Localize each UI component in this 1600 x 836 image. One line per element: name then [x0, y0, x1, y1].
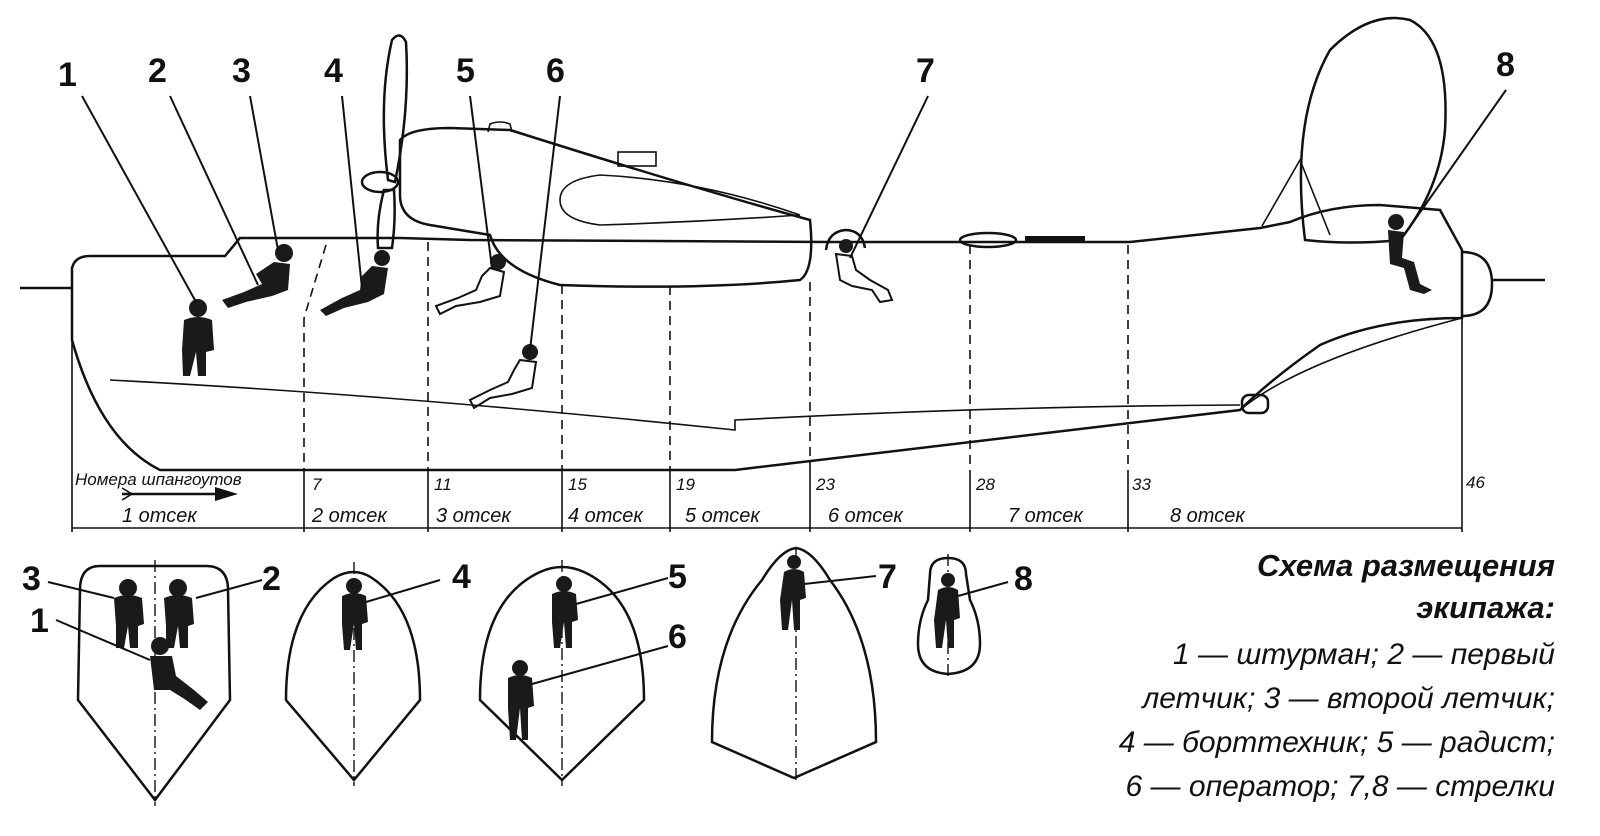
section-label-2: 2 [262, 560, 281, 598]
compartment-3: 3 отсек [436, 505, 512, 527]
crew-figure-navigator [182, 299, 214, 376]
frame-number-28: 28 [975, 475, 995, 494]
nacelle-intake [617, 151, 657, 167]
section-label-8: 8 [1014, 560, 1033, 598]
section-label-5: 5 [668, 558, 687, 596]
side-label-3: 3 [232, 52, 251, 90]
section1-figure-2 [164, 579, 194, 648]
legend-line-4: 6 — оператор; 7,8 — стрелки [1126, 770, 1556, 803]
leader-7 [849, 95, 929, 259]
section5-figure-8 [934, 573, 960, 648]
wing-airfoil [559, 174, 801, 226]
side-label-5: 5 [456, 52, 475, 90]
crew-figure-pilot-1 [222, 244, 293, 308]
dorsal-rail [1025, 236, 1085, 241]
frames-caption: Номера шпангоутов [75, 470, 242, 489]
leader-3 [249, 95, 279, 251]
legend-line-1: 1 — штурман; 2 — первый [1173, 638, 1555, 671]
frame-lines [303, 242, 1129, 470]
fuselage-outline [70, 203, 1464, 472]
section-label-1: 1 [30, 602, 49, 640]
section-cockpit: 3 2 1 [22, 560, 281, 806]
propeller-blade-top [382, 34, 409, 184]
legend-title-line2: экипажа: [1416, 590, 1555, 625]
frame-number-33: 33 [1132, 475, 1151, 494]
side-view: Номера шпангоутов 7 11 15 19 23 28 33 46… [20, 16, 1545, 532]
hull-chine [109, 379, 1241, 431]
crew-figure-radio-operator [434, 254, 506, 316]
propeller-spinner [360, 170, 400, 194]
section1-figure-1 [150, 637, 208, 710]
side-label-6: 6 [546, 52, 565, 90]
section-engineer: 4 [284, 558, 471, 786]
cross-sections: 3 2 1 4 [22, 546, 1033, 806]
legend-line-3: 4 — борттехник; 5 — радист; [1119, 726, 1555, 759]
nacelle-top-bump [487, 121, 513, 133]
side-label-2: 2 [148, 52, 167, 90]
legend-title-line1: Схема размещения [1257, 548, 1555, 583]
crew-figure-gunner-tail [1388, 214, 1432, 294]
leader-1 [81, 95, 197, 303]
section-gunner-top: 7 [710, 546, 897, 782]
dorsal-turret [824, 228, 867, 251]
compartment-8: 8 отсек [1170, 505, 1246, 527]
fin-fairing [1261, 158, 1331, 236]
side-label-4: 4 [324, 52, 343, 90]
compartment-dimension [71, 318, 1463, 532]
tail-bottom [1239, 317, 1463, 411]
compartment-1: 1 отсек [122, 505, 198, 527]
section3-figure-5 [552, 576, 578, 648]
compartment-6: 6 отсек [828, 505, 904, 527]
section-label-3: 3 [22, 560, 41, 598]
frame-number-46: 46 [1466, 473, 1485, 492]
section-radio-operator: 5 6 [478, 558, 687, 786]
compartment-7: 7 отсек [1008, 505, 1084, 527]
compartment-4: 4 отсек [568, 505, 644, 527]
leader-8 [1401, 89, 1507, 239]
frame-number-11: 11 [434, 475, 452, 494]
frame-number-19: 19 [676, 475, 695, 494]
crew-figure-engineer [320, 250, 390, 316]
legend: Схема размещения экипажа: 1 — штурман; 2… [1119, 548, 1556, 803]
section1-figure-3 [114, 579, 144, 648]
rear-pod [1240, 393, 1270, 415]
side-label-8: 8 [1496, 46, 1515, 84]
engine-nacelle [398, 126, 813, 288]
frame-number-7: 7 [312, 475, 322, 494]
section-label-6: 6 [668, 618, 687, 656]
section-gunner-tail: 8 [916, 554, 1033, 678]
crew-figure-gunner-top [834, 239, 894, 304]
section4-figure-7 [780, 555, 806, 630]
tail-turret [1461, 250, 1494, 318]
frame-number-15: 15 [568, 475, 587, 494]
section3-figure-6 [508, 660, 534, 740]
section-label-7: 7 [878, 558, 897, 596]
leader-5 [469, 95, 493, 269]
leader-2 [169, 95, 259, 286]
frames-arrow-head [215, 487, 238, 501]
leader-4 [341, 95, 363, 289]
section-label-4: 4 [452, 558, 471, 596]
compartment-2: 2 отсек [311, 505, 388, 527]
frame-number-23: 23 [815, 475, 835, 494]
leader-6 [529, 95, 561, 351]
propeller-blade-bottom [376, 188, 396, 250]
legend-line-2: летчик; 3 — второй летчик; [1140, 682, 1555, 715]
frame-line-7a [303, 244, 327, 319]
side-label-7: 7 [916, 52, 935, 90]
dorsal-fairing [958, 231, 1018, 249]
compartment-5: 5 отсек [685, 505, 761, 527]
section2-figure-4 [342, 578, 368, 650]
side-label-1: 1 [58, 56, 77, 94]
crew-figure-operator [468, 344, 538, 410]
